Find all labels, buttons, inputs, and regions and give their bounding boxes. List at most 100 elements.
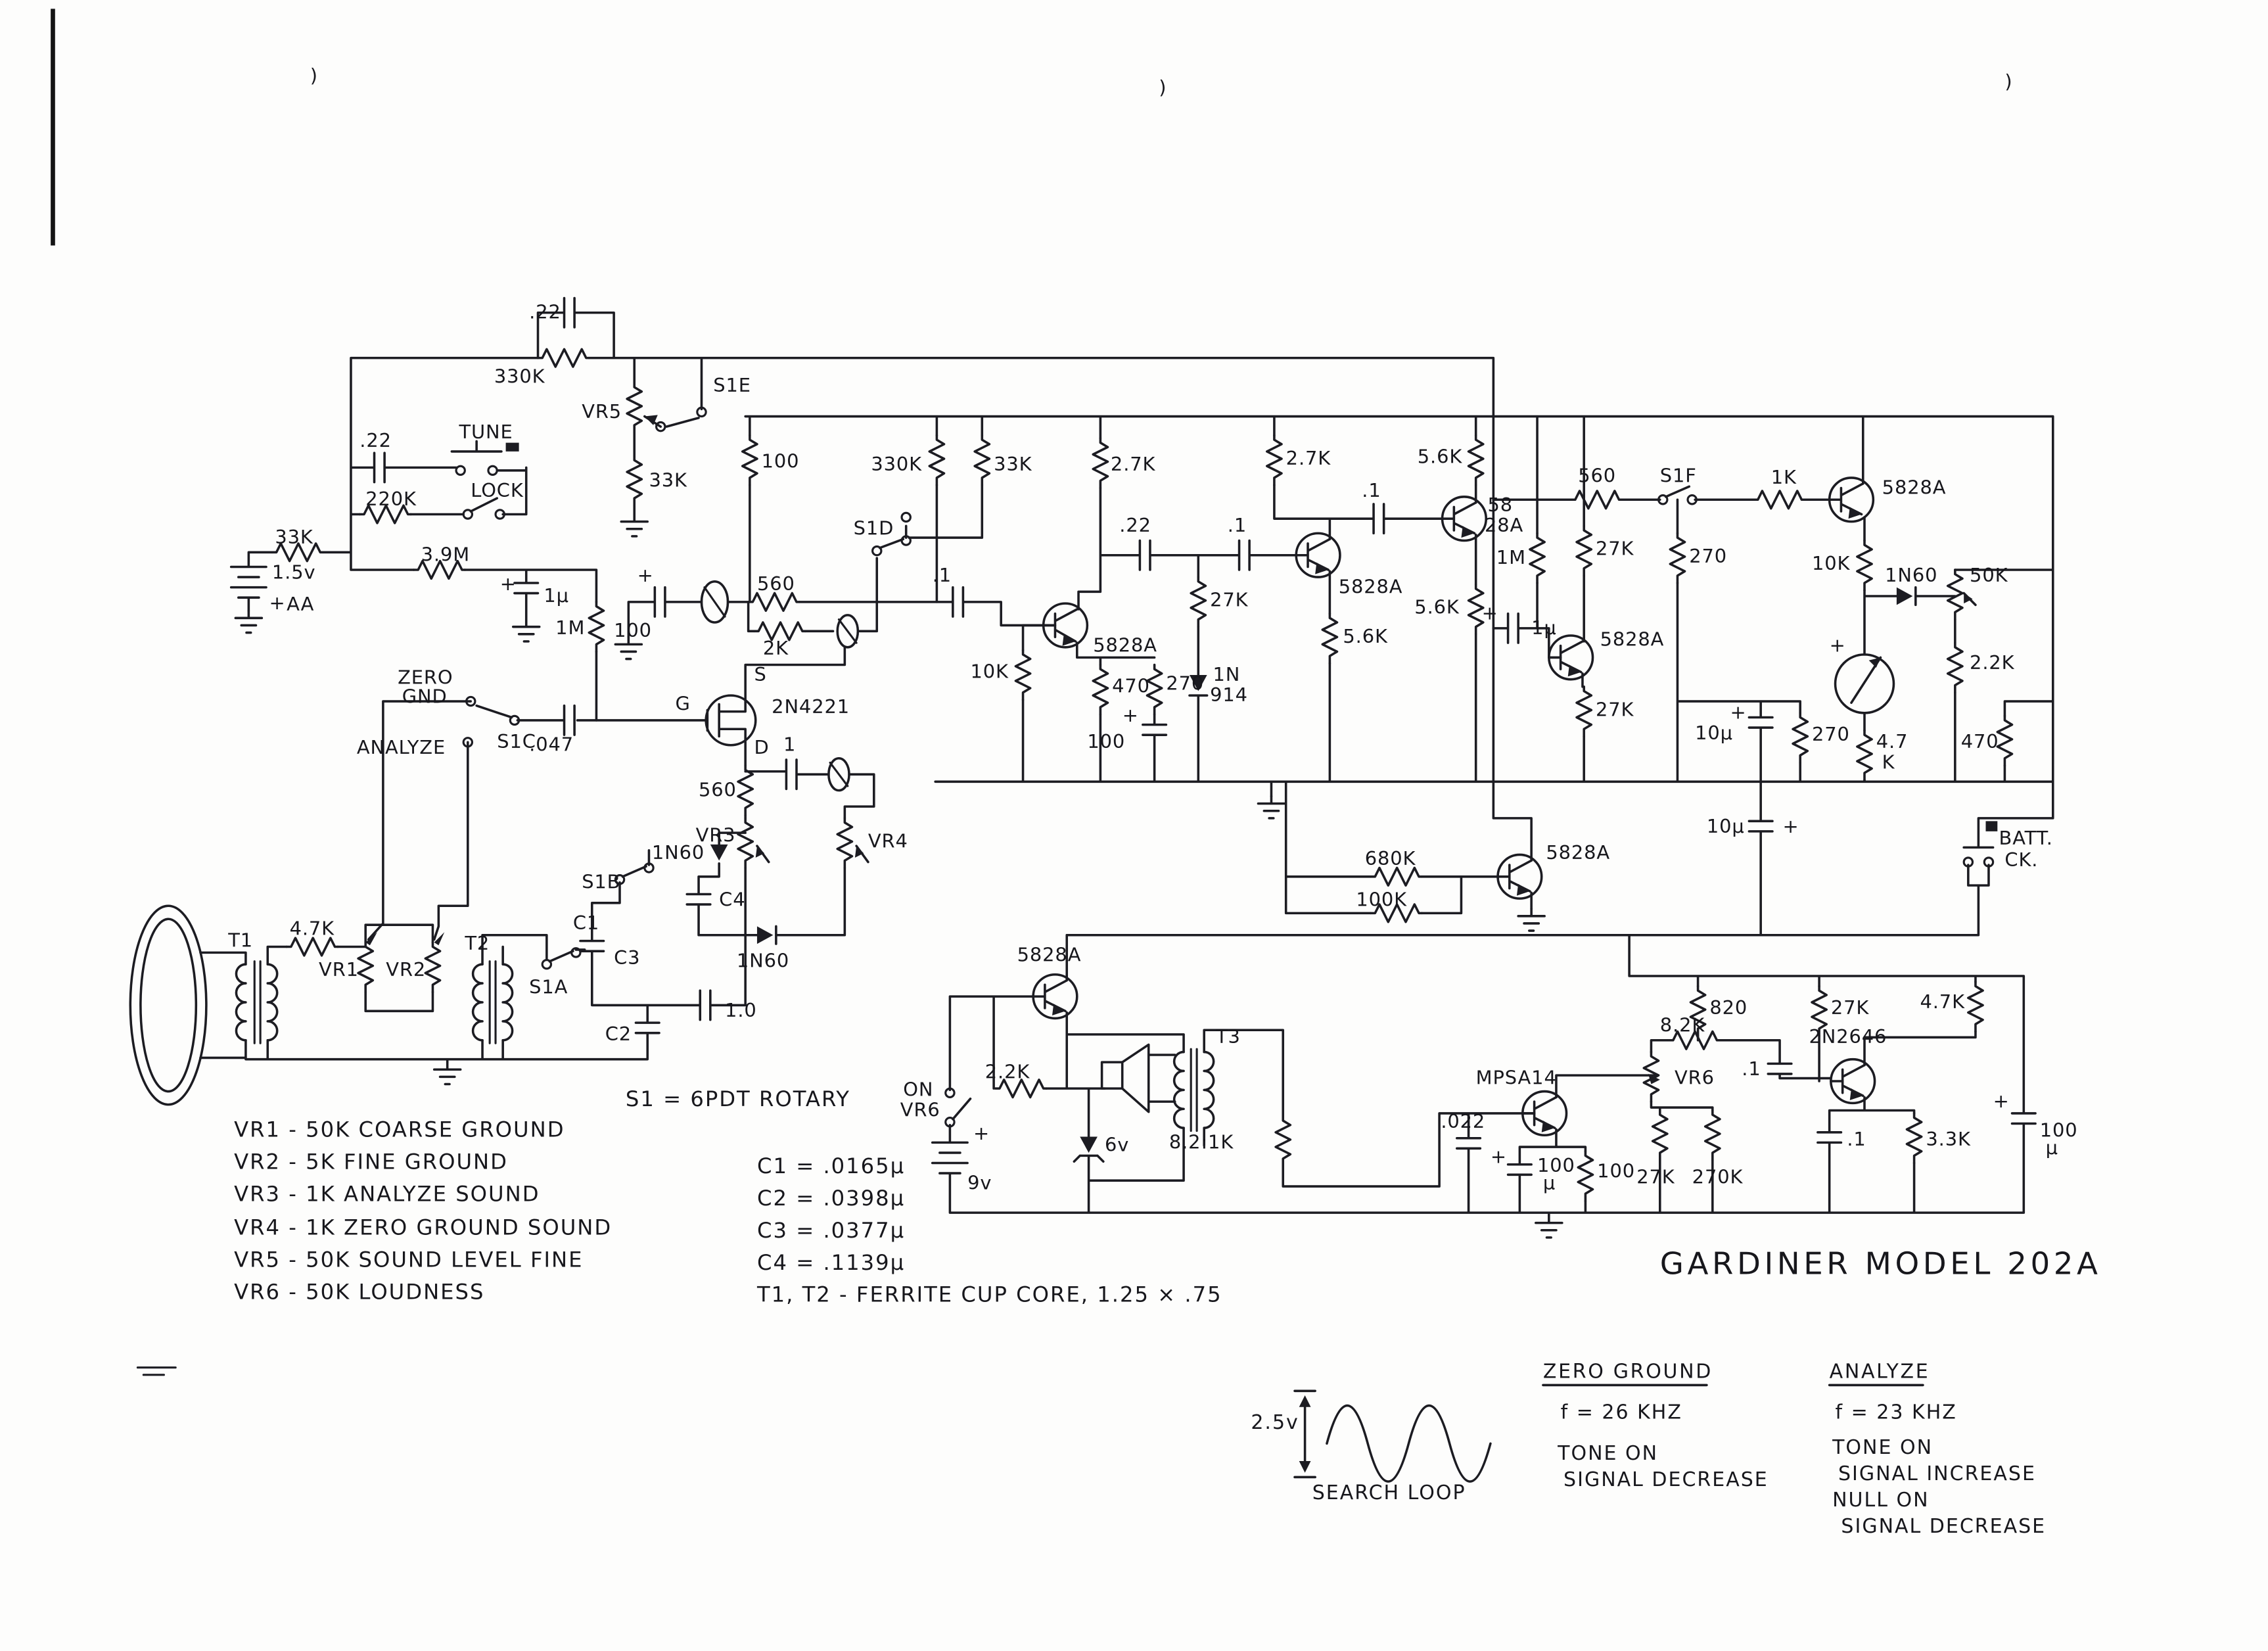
schematic-label: .022 bbox=[1441, 1110, 1485, 1132]
schematic-label: .1 bbox=[1362, 479, 1381, 501]
schematic-label: K bbox=[1882, 751, 1895, 773]
schematic-label: 2.7K bbox=[1286, 447, 1331, 469]
schematic-label: + bbox=[973, 1122, 990, 1144]
schematic-label: T1 bbox=[227, 929, 253, 952]
schematic-label: 27K bbox=[1636, 1166, 1675, 1188]
resistor-5.6k bbox=[1467, 434, 1485, 486]
resistor-4.7k bbox=[1967, 981, 1984, 1033]
resistor-10k bbox=[1014, 649, 1032, 701]
schematic-label: 2.2K bbox=[1970, 651, 2015, 674]
schematic-label: 270 bbox=[1812, 723, 1850, 745]
ground-icon bbox=[511, 618, 541, 643]
pot-vr1 bbox=[357, 941, 375, 994]
resistor-33k bbox=[626, 454, 643, 507]
resistor-2.7k bbox=[1266, 434, 1283, 486]
resistor-560 bbox=[1569, 490, 1623, 510]
schematic-label: 1M bbox=[555, 616, 585, 639]
note-heading: ANALYZE bbox=[1830, 1360, 1930, 1383]
schematic-label: 914 bbox=[1210, 684, 1248, 706]
legend-line: VR4 - 1K ZERO GROUND SOUND bbox=[234, 1215, 612, 1240]
schematic-label: + bbox=[1783, 815, 1799, 837]
schematic-label: C2 bbox=[605, 1023, 632, 1045]
schematic-label: VR6 bbox=[900, 1098, 940, 1121]
wire-run bbox=[931, 933, 2037, 1217]
resistor-470 bbox=[1092, 663, 1109, 716]
schematic-label: 220K bbox=[365, 488, 417, 510]
scan-mark: ) bbox=[2004, 70, 2012, 92]
schematic-label: 28A bbox=[1485, 514, 1523, 536]
schematic-label: + bbox=[1491, 1146, 1507, 1168]
schematic-label: 1.5v bbox=[272, 561, 316, 583]
note-line: SIGNAL DECREASE bbox=[1563, 1468, 1769, 1491]
resistor-2.2k bbox=[1946, 641, 1964, 694]
schematic-label: .1 bbox=[933, 564, 952, 586]
schematic-label: MPSA14 bbox=[1476, 1066, 1557, 1088]
schematic-label: 2N4221 bbox=[772, 695, 850, 718]
schematic-label: 4.7K bbox=[290, 918, 335, 940]
search-loop-coil bbox=[129, 904, 208, 1106]
schematic-label: 100 bbox=[1597, 1160, 1635, 1182]
legend-line: C4 = .1139μ bbox=[757, 1250, 905, 1275]
pot-vr2 bbox=[424, 941, 442, 994]
pot-vr4 bbox=[836, 817, 854, 870]
transformer-t1 bbox=[235, 960, 279, 1044]
legend-line: VR1 - 50K COARSE GROUND bbox=[234, 1117, 565, 1142]
schematic-label: 27K bbox=[1210, 589, 1249, 611]
ground-icon bbox=[1517, 907, 1546, 932]
schematic-label: 1.0 bbox=[725, 999, 757, 1021]
schematic-label: .22 bbox=[529, 301, 561, 323]
schematic-label: TUNE bbox=[458, 421, 513, 443]
schematic-label: + bbox=[1730, 701, 1746, 724]
schematic-title: GARDINER MODEL 202A bbox=[1660, 1246, 2102, 1282]
schematic-label: 5828A bbox=[1093, 634, 1157, 656]
transformer-t3 bbox=[1172, 1048, 1215, 1132]
schematic-label: 560 bbox=[1578, 465, 1616, 487]
schematic-label: + bbox=[269, 592, 285, 614]
schematic-label: 5828A bbox=[1600, 628, 1665, 651]
transistor-5828a bbox=[1496, 853, 1543, 900]
wire-run bbox=[199, 524, 1045, 1063]
legend-line: C1 = .0165μ bbox=[757, 1153, 905, 1178]
schematic-label: 33K bbox=[994, 453, 1032, 475]
schematic-label: 27K bbox=[1596, 538, 1634, 560]
resistor-27k bbox=[1575, 686, 1593, 738]
resistor-100 bbox=[1577, 1150, 1594, 1203]
schematic-label: ZERO bbox=[398, 666, 453, 688]
schematic-label: VR6 bbox=[1675, 1066, 1715, 1088]
resistor-270 bbox=[1669, 532, 1686, 584]
schematic-label: 33K bbox=[275, 526, 313, 548]
schematic-label: 58 bbox=[1487, 494, 1513, 516]
resistor-4.7k bbox=[285, 937, 339, 957]
schematic-label: 33K bbox=[649, 469, 687, 491]
schematic-label: + bbox=[1830, 634, 1846, 656]
schematic-label: 9v bbox=[967, 1172, 992, 1194]
resistor-270 bbox=[1792, 712, 1809, 764]
schematic-label: 1 bbox=[783, 733, 796, 756]
schematic-label: VR5 bbox=[582, 400, 622, 423]
transistor-2n2646 bbox=[1830, 1058, 1876, 1105]
schematic-label: 270 bbox=[1689, 545, 1727, 567]
schematic-label: T3 bbox=[1215, 1025, 1241, 1048]
schematic-label: .22 bbox=[359, 429, 392, 452]
schematic-label: ON bbox=[903, 1078, 933, 1100]
schematic-label: VR4 bbox=[868, 829, 908, 852]
schematic-label: 1N60 bbox=[652, 841, 705, 864]
resistor-8.2-1k bbox=[1274, 1115, 1292, 1167]
schematic-label: 10μ bbox=[1695, 722, 1733, 744]
schematic-label: 1μ bbox=[544, 584, 569, 607]
schematic-label: 330K bbox=[494, 365, 545, 387]
schematic-label: 27K bbox=[1831, 996, 1870, 1019]
coil-icon bbox=[700, 580, 729, 624]
resistor-27k bbox=[1651, 1109, 1669, 1161]
resistor-470 bbox=[1996, 714, 2014, 767]
resistor-27k bbox=[1190, 576, 1207, 628]
schematic-label: D bbox=[754, 736, 770, 758]
schematic-label: 4.7 bbox=[1876, 730, 1909, 753]
resistor-270k bbox=[1703, 1109, 1721, 1161]
resistor-680k bbox=[1369, 866, 1423, 887]
legend-line: VR5 - 50K SOUND LEVEL FINE bbox=[234, 1247, 583, 1272]
meter-icon bbox=[1834, 653, 1895, 714]
schematic-label: CK. bbox=[2004, 849, 2038, 871]
schematic-label: 50K bbox=[1970, 564, 2008, 586]
schematic-label: 2N2646 bbox=[1809, 1025, 1887, 1048]
